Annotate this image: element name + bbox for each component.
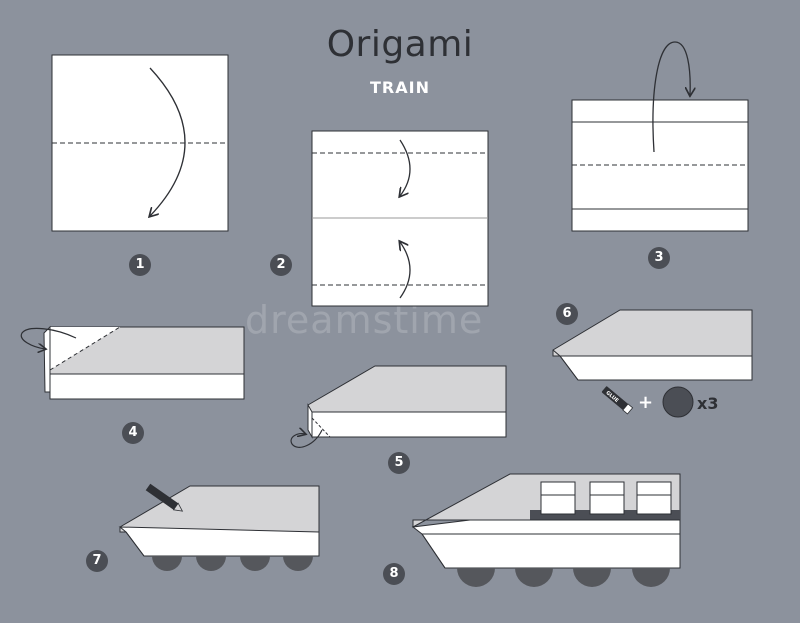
- fold-arrow-icon: [290, 430, 323, 448]
- fold-arrow-icon: [20, 327, 77, 349]
- step-5-number: 5: [388, 452, 410, 474]
- wheel-icon: [240, 556, 270, 571]
- fold-arrow-icon: [400, 139, 411, 196]
- step-8-number: 8: [383, 563, 405, 585]
- page-subtitle: TRAIN: [370, 78, 430, 97]
- window-icon: [636, 481, 672, 515]
- step-4-number: 4: [122, 422, 144, 444]
- wheel-icon: [196, 556, 226, 571]
- wheel-icon: [632, 568, 670, 587]
- pencil-icon: [145, 483, 184, 512]
- flip-arrow-icon: [652, 41, 690, 153]
- step-6-number: 6: [556, 303, 578, 325]
- wheel-icon: [515, 568, 553, 587]
- fold-arrow-icon: [400, 242, 411, 299]
- wheel-icon: [152, 556, 182, 571]
- step-3-number: 3: [648, 247, 670, 269]
- step-1-number: 1: [129, 254, 151, 276]
- step-6-figure: GLUE: [552, 309, 753, 418]
- wheel-sticker-icon: [662, 386, 694, 418]
- glue-stick-icon: GLUE: [601, 386, 634, 415]
- step-1-figure: [51, 54, 229, 232]
- wheel-count: x3: [697, 394, 719, 413]
- plus-sign: +: [638, 392, 654, 413]
- step-5-figure: [290, 365, 507, 448]
- wheel-icon: [573, 568, 611, 587]
- step-8-figure: [411, 473, 681, 587]
- fold-arrow-icon: [150, 67, 186, 216]
- window-icon: [540, 481, 576, 515]
- step-2-number: 2: [270, 254, 292, 276]
- wheel-icon: [283, 556, 313, 571]
- step-3-figure: [571, 41, 749, 232]
- window-icon: [589, 481, 625, 515]
- wheel-icon: [457, 568, 495, 587]
- page-title: Origami: [326, 24, 474, 65]
- step-7-number: 7: [86, 550, 108, 572]
- step-2-figure: [311, 130, 489, 307]
- step-4-figure: [20, 325, 245, 400]
- step-7-figure: [118, 483, 320, 571]
